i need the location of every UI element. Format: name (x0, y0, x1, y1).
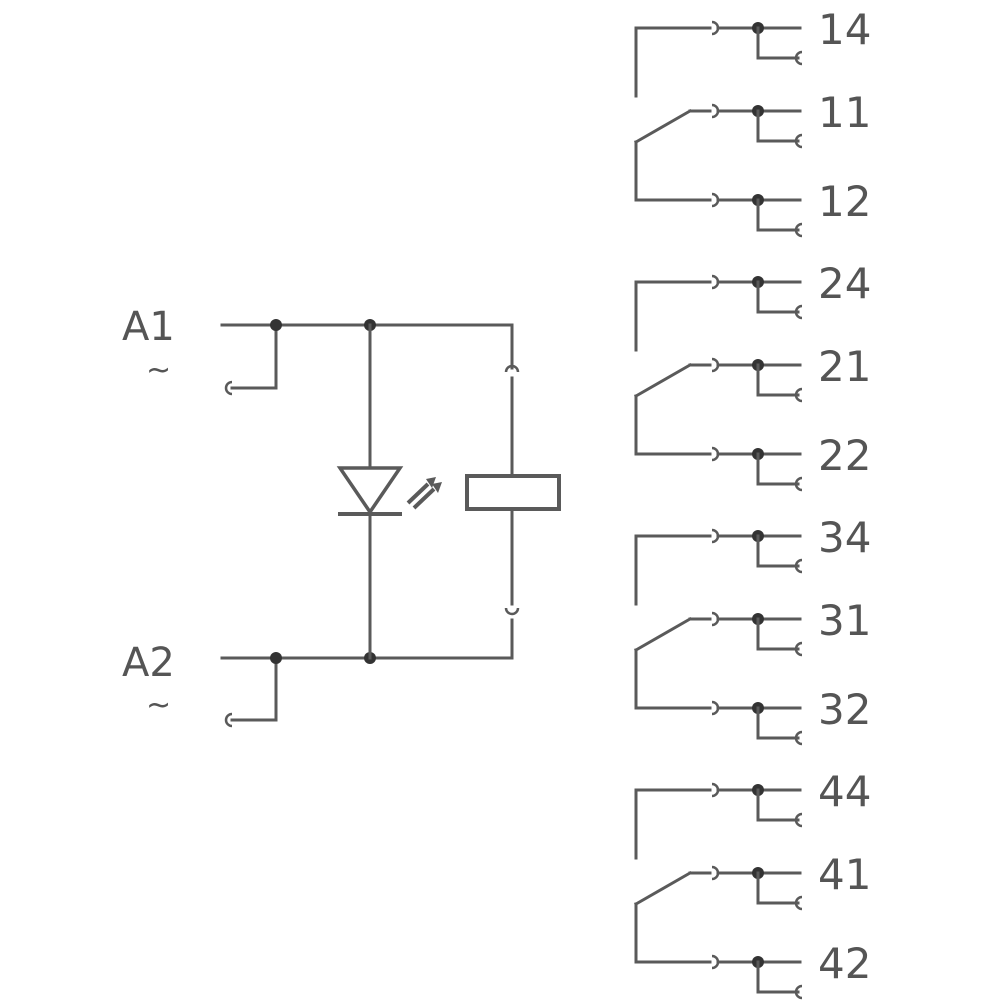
a1-bridge-wire (230, 323, 278, 390)
switch-blade-icon (633, 108, 693, 145)
nc-contact-wire (634, 140, 712, 202)
a2-bridge-wire (230, 656, 278, 722)
contact-group-1: 14 11 12 (633, 5, 871, 238)
contact-group-4: 44 41 42 (633, 767, 871, 1000)
terminal-label-12: 12 (818, 177, 871, 226)
a1-second-terminal-icon (224, 380, 233, 396)
a2-second-terminal-icon (224, 712, 233, 728)
terminal-bridge-wire (756, 871, 800, 905)
terminal-a1-symbol: ~ (146, 353, 171, 388)
terminal-bridge-wire (756, 280, 800, 314)
led-diode-icon (336, 466, 442, 516)
terminal-bridge-wire (756, 617, 800, 651)
terminal-a1-label: A1 (122, 304, 175, 350)
second-terminal-icon (794, 812, 803, 828)
terminal-label-22: 22 (818, 431, 871, 480)
second-terminal-icon (794, 50, 803, 66)
terminal-label-14: 14 (818, 5, 871, 54)
terminal-bridge-wire (756, 363, 800, 397)
light-emission-icon (406, 477, 442, 510)
second-terminal-icon (794, 133, 803, 149)
relay-coil-icon (465, 474, 561, 511)
terminal-bridge-wire (756, 534, 800, 568)
bottom-rail-wire (220, 618, 514, 660)
switch-blade-icon (633, 362, 693, 399)
coil-bottom-connector-icon (504, 607, 520, 616)
junction-dot (270, 652, 282, 664)
second-terminal-icon (794, 641, 803, 657)
terminal-label-44: 44 (818, 767, 871, 816)
terminal-bridge-wire (756, 198, 800, 232)
terminal-label-31: 31 (818, 596, 871, 645)
switch-blade-icon (633, 870, 693, 907)
nc-contact-wire (634, 902, 712, 964)
terminal-a2-label: A2 (122, 640, 175, 686)
terminal-label-21: 21 (818, 342, 871, 391)
terminal-bridge-wire (756, 788, 800, 822)
terminal-a2-symbol: ~ (146, 688, 171, 723)
junction-dot (270, 319, 282, 331)
terminal-label-41: 41 (818, 850, 871, 899)
terminal-bridge-wire (756, 109, 800, 143)
coil-circuit: A1 ~ A2 ~ (122, 304, 561, 728)
second-terminal-icon (794, 558, 803, 574)
second-terminal-icon (794, 476, 803, 492)
second-terminal-icon (794, 895, 803, 911)
terminal-label-34: 34 (818, 513, 871, 562)
no-contact-wire (634, 788, 712, 860)
no-contact-wire (634, 280, 712, 352)
second-terminal-icon (794, 304, 803, 320)
terminal-label-24: 24 (818, 259, 871, 308)
terminal-bridge-wire (756, 706, 800, 740)
contact-groups: 14 11 12 24 21 22 34 31 32 44 41 42 (633, 5, 871, 1000)
second-terminal-icon (794, 222, 803, 238)
coil-top-connector-icon (504, 364, 520, 373)
nc-contact-wire (634, 394, 712, 456)
second-terminal-icon (794, 730, 803, 746)
terminal-label-32: 32 (818, 685, 871, 734)
nc-contact-wire (634, 648, 712, 710)
contact-group-3: 34 31 32 (633, 513, 871, 746)
terminal-bridge-wire (756, 26, 800, 60)
terminal-bridge-wire (756, 960, 800, 994)
terminal-bridge-wire (756, 452, 800, 486)
second-terminal-icon (794, 387, 803, 403)
top-rail-wire (220, 323, 514, 370)
contact-group-2: 24 21 22 (633, 259, 871, 492)
terminal-label-11: 11 (818, 88, 871, 137)
terminal-label-42: 42 (818, 939, 871, 988)
switch-blade-icon (633, 616, 693, 653)
no-contact-wire (634, 26, 712, 98)
second-terminal-icon (794, 984, 803, 1000)
no-contact-wire (634, 534, 712, 606)
